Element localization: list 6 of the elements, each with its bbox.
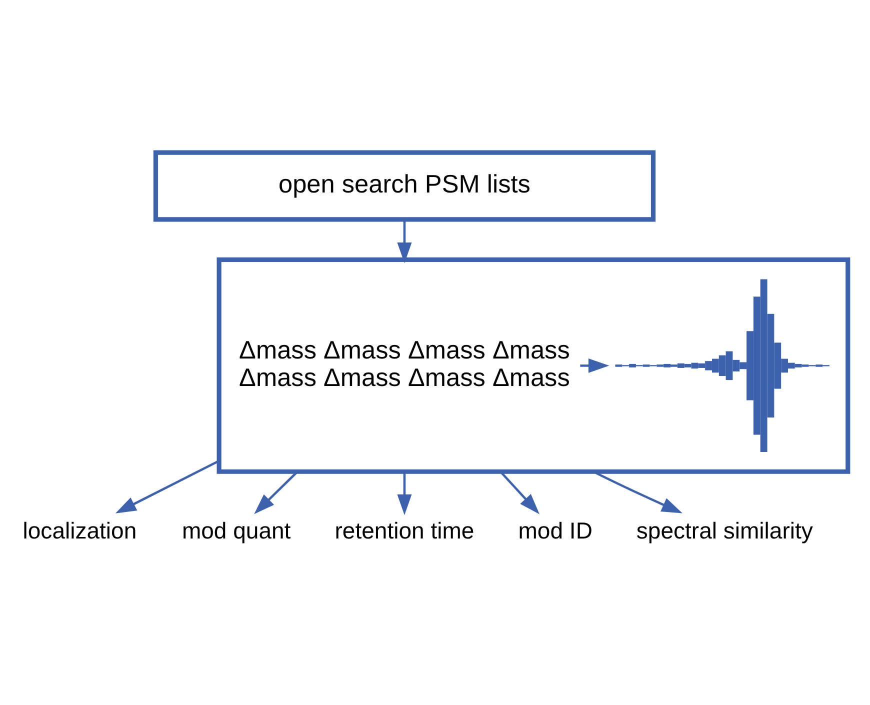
node-text: mod ID xyxy=(518,516,592,543)
node-text: retention time xyxy=(334,516,474,543)
node-text: mod quant xyxy=(182,516,291,543)
node-text: Δmass Δmass Δmass Δmass Δmass Δmass Δmass Δmass xyxy=(239,336,570,392)
node-text: spectral similarity xyxy=(636,516,813,543)
node-text: localization xyxy=(22,516,137,543)
